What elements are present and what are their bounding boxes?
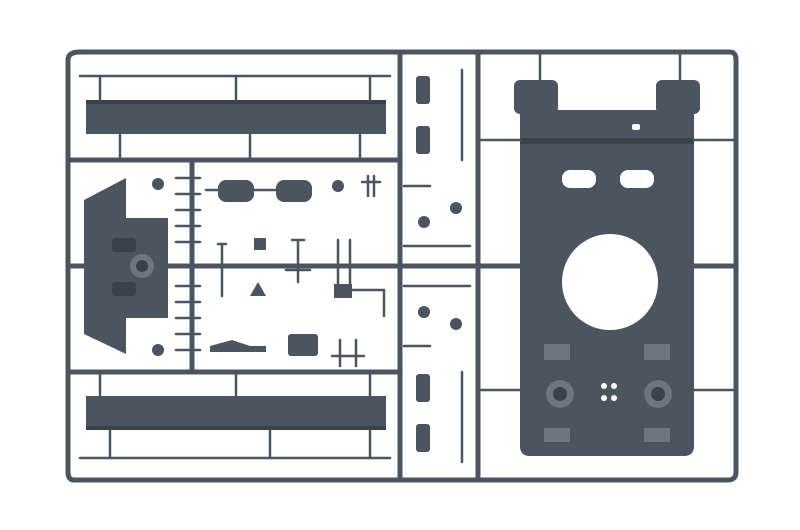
hatch-parts [204, 174, 382, 202]
detail-parts-middle [216, 238, 386, 318]
long-plate-top [86, 74, 386, 162]
hull-gate-connectors [478, 52, 736, 392]
hull-deck-plate [514, 80, 700, 456]
long-plate-bottom [86, 370, 386, 460]
round-parts-left [152, 178, 164, 356]
rear-plate [84, 178, 168, 354]
small-parts-rungs [174, 176, 202, 352]
tool-parts-lower [210, 334, 366, 368]
center-column-parts [402, 68, 472, 464]
